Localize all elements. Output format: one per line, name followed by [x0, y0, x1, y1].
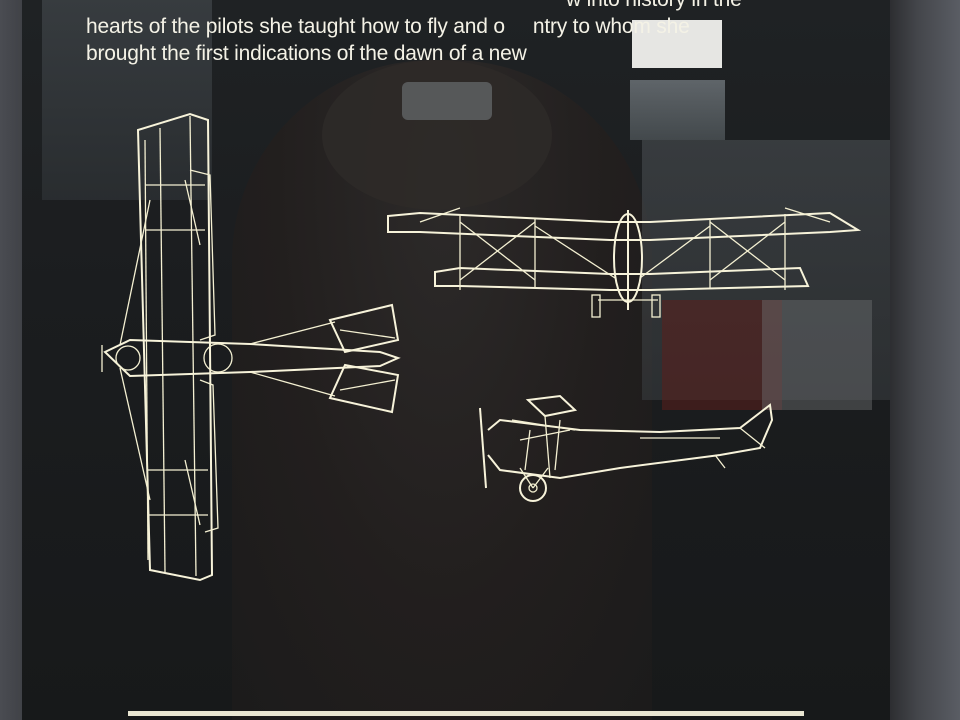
biplane-side-view — [479, 394, 774, 502]
caption-line-1-cont: ntry to whom she — [532, 15, 690, 38]
caption-line-1-text: hearts of the pilots she taught how to f… — [86, 15, 505, 38]
panel-bottom-edge-highlight — [128, 711, 804, 716]
biplane-top-view — [101, 112, 401, 582]
display-frame-right — [890, 0, 960, 720]
caption-line-0: w into history in the — [86, 0, 886, 13]
caption-line-2-text: brought the first indications of the daw… — [86, 42, 527, 65]
caption-line-0-text: w into history in the — [566, 0, 742, 11]
caption-line-2: brought the first indications of the daw… — [86, 40, 886, 67]
caption-text: w into history in the hearts of the pilo… — [86, 0, 886, 67]
biplane-front-view — [387, 207, 862, 318]
caption-line-1: hearts of the pilots she taught how to f… — [86, 13, 886, 40]
